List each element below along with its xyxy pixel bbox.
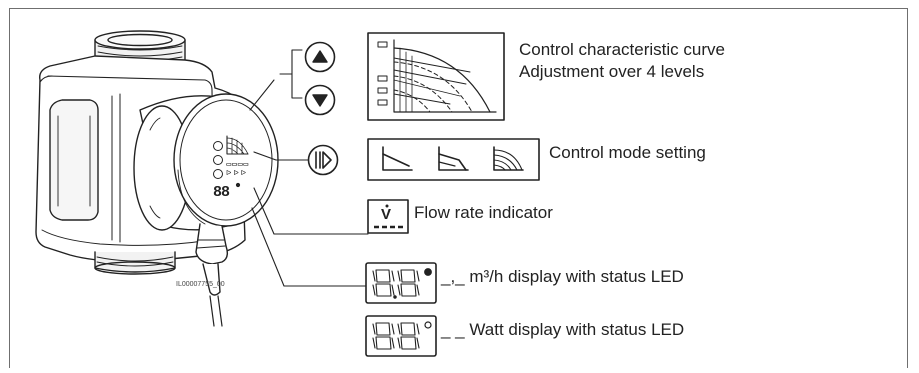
watt-segment-display-icon (365, 315, 437, 357)
curve-label-line2: Adjustment over 4 levels (519, 62, 705, 81)
leader-mode (253, 151, 309, 161)
leader-lines (249, 49, 369, 287)
svg-text:▭▭▭▭: ▭▭▭▭ (226, 162, 249, 168)
watt-display-label: _ _ Watt display with status LED (441, 320, 685, 339)
leader-curve (249, 79, 275, 111)
up-arrow-icon (304, 41, 336, 73)
svg-text:V: V (381, 206, 391, 223)
flow-rate-label: Flow rate indicator (414, 203, 553, 222)
flow-indicator-icon: V (367, 199, 409, 234)
leader-flow (253, 187, 369, 235)
status-led-off-icon (424, 321, 432, 329)
control-mode-icons (367, 138, 540, 181)
power-cable (195, 223, 229, 327)
status-led-on-icon (424, 268, 432, 276)
leader-display (251, 207, 367, 287)
bottom-connector (94, 251, 176, 275)
svg-text:88: 88 (213, 184, 230, 201)
control-mode-label: Control mode setting (549, 143, 706, 162)
curve-label-line1: Control characteristic curve (519, 40, 725, 59)
mode-button-icon (307, 144, 339, 176)
down-arrow-icon (304, 84, 336, 116)
diagram-frame (9, 8, 908, 368)
mode-proportional-pressure-icon (438, 146, 469, 171)
motor-head (133, 93, 279, 231)
flow-display-label: _,_ m³/h display with status LED (441, 267, 684, 286)
image-code: IL00007755_00 (176, 281, 225, 288)
svg-text:ᐅ ᐅ ᐅ: ᐅ ᐅ ᐅ (226, 170, 246, 177)
characteristic-curve-icon (367, 32, 505, 121)
mode-constant-speed-icon (493, 146, 524, 171)
pump-control-panel: ▭▭▭▭ ᐅ ᐅ ᐅ 88 (213, 135, 249, 201)
flow-segment-display-icon (365, 262, 437, 304)
pump-illustration: ▭▭▭▭ ᐅ ᐅ ᐅ 88 (35, 30, 279, 327)
mode-constant-pressure-icon (382, 146, 413, 171)
